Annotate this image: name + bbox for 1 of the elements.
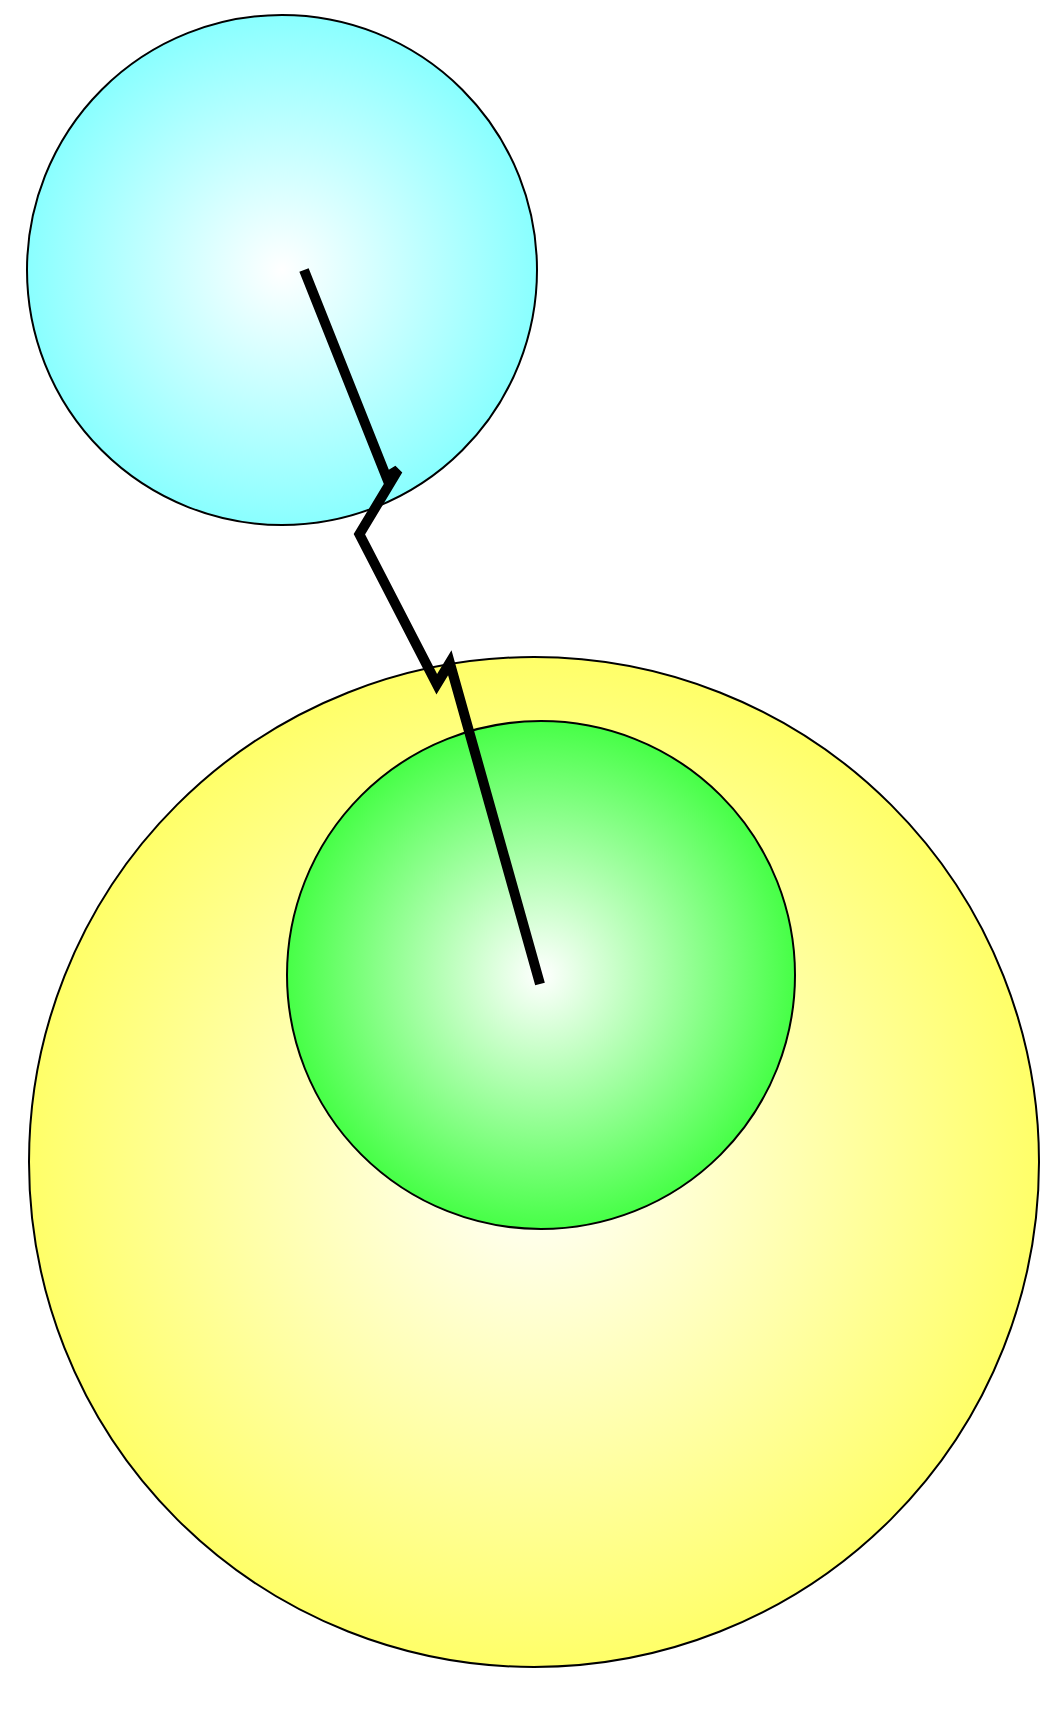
lightning-bolt-connector: [299, 268, 545, 986]
